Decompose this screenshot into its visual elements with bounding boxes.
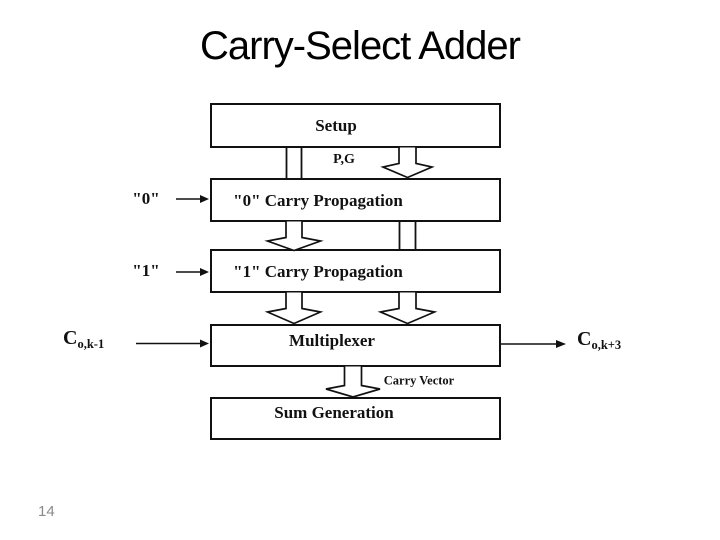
carry-in-label-main: C: [63, 327, 77, 349]
sum-generation-box: Sum Generation: [210, 397, 501, 440]
pg-label: P,G: [333, 152, 355, 167]
multiplexer-rect: [210, 324, 501, 367]
zero-carry-propagation-box: "0" Carry Propagation: [210, 178, 501, 222]
setup-box-rect: [210, 103, 501, 148]
setup-box-label: Setup: [315, 116, 357, 135]
zero-carry-propagation-rect: [210, 178, 501, 222]
arrow-one-prop-to-multiplexer-left: [264, 292, 324, 325]
arrow-setup-to-one-prop: [264, 221, 324, 252]
arrow-multiplexer-to-sum-generation: [325, 366, 381, 398]
carry-out-label: Co,k+3: [577, 328, 621, 352]
flow-arrows: [264, 147, 438, 398]
one-carry-propagation-rect: [210, 249, 501, 293]
multiplexer-label: Multiplexer: [289, 331, 375, 350]
sum-generation-label: Sum Generation: [274, 403, 394, 422]
carry-vector-label: Carry Vector: [384, 374, 455, 388]
carry-in-label: Co,k-1: [63, 327, 104, 351]
diagram-text-labels: P,G "0" "1" Co,k-1 Co,k+3 Carry Vector: [63, 152, 621, 388]
side-arrows: [136, 195, 566, 348]
carry-out-label-main: C: [577, 328, 591, 350]
one-carry-propagation-label: "1" Carry Propagation: [233, 262, 403, 281]
carry-out-arrowhead: [556, 340, 566, 348]
one-carry-propagation-box: "1" Carry Propagation: [210, 249, 501, 293]
carry-in-label-subscript: o,k-1: [77, 337, 104, 351]
connector-shafts: [285, 147, 417, 251]
sum-generation-rect: [210, 397, 501, 440]
zero-input-arrowhead: [200, 195, 209, 203]
zero-input-label: "0": [132, 189, 159, 208]
multiplexer-box: Multiplexer: [210, 324, 501, 367]
arrow-setup-to-zero-prop: [380, 147, 435, 179]
zero-carry-propagation-label: "0" Carry Propagation: [233, 191, 403, 210]
one-input-arrowhead: [200, 268, 209, 276]
carry-out-label-subscript: o,k+3: [591, 338, 621, 352]
one-input-label: "1": [132, 261, 159, 280]
setup-box: Setup: [210, 103, 501, 148]
page-number: 14: [38, 503, 55, 520]
arrow-zero-path-to-multiplexer-right: [377, 292, 438, 325]
carry-in-arrowhead: [200, 339, 209, 348]
slide-title: Carry-Select Adder: [200, 24, 521, 68]
